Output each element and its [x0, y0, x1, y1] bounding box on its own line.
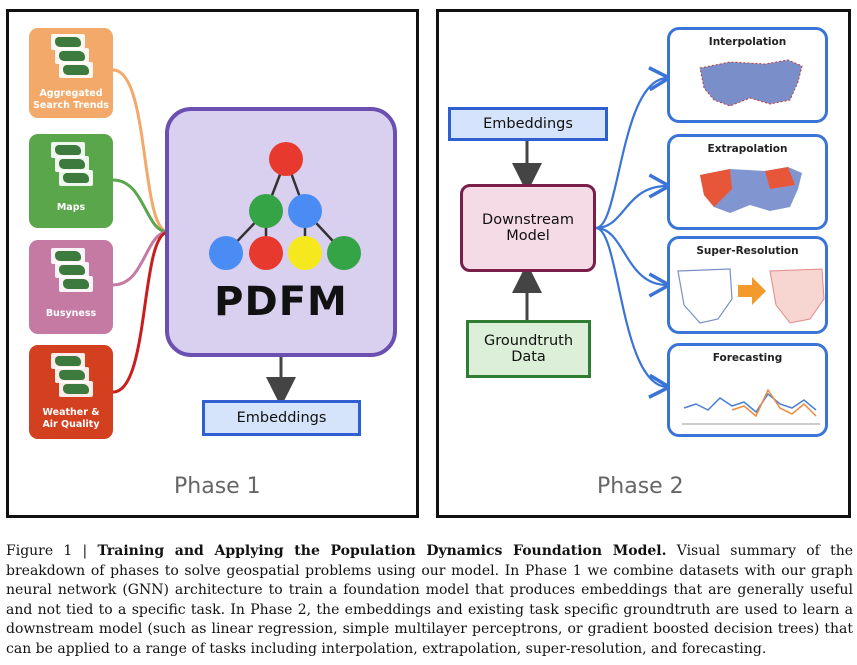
task-title: Super-Resolution — [696, 245, 799, 257]
task-link-forecasting — [595, 226, 673, 399]
source-link-search — [112, 68, 169, 234]
task-title: Interpolation — [708, 36, 787, 48]
us-map-thumbnail — [699, 59, 803, 107]
super-resolution-thumbnail — [677, 268, 825, 324]
pdfm-label: PDFM — [214, 279, 348, 325]
task-title: Extrapolation — [707, 143, 788, 155]
graph-network-icon — [209, 142, 361, 270]
source-maps: Maps — [29, 134, 113, 228]
groundtruth-data-box: Groundtruth Data — [466, 320, 591, 378]
task-forecasting-card: Forecasting — [667, 343, 828, 437]
phase1-embeddings-box: Embeddings — [202, 400, 361, 436]
task-title: Forecasting — [712, 352, 783, 364]
us-map-thumbnail — [700, 167, 802, 213]
map-stack-icon — [45, 248, 97, 298]
graph-node — [249, 236, 283, 270]
phase1-label: Phase 1 — [174, 474, 261, 499]
map-stack-icon — [45, 142, 97, 192]
source-link-maps — [112, 178, 169, 234]
downstream-model-box: Downstream Model — [460, 184, 596, 272]
phase2-embeddings-box: Embeddings — [448, 107, 608, 141]
forecast-chart-thumbnail — [682, 388, 820, 425]
graph-node — [327, 236, 361, 270]
task-link-extrapolation — [595, 173, 673, 230]
graph-node — [288, 236, 322, 270]
graph-node — [249, 194, 283, 228]
graph-node — [209, 236, 243, 270]
pdfm-model-box: PDFM — [165, 107, 397, 357]
arrow-right-icon — [738, 277, 766, 305]
source-link-busyness — [112, 230, 169, 287]
source-link-weather — [112, 230, 169, 394]
task-extrapolation-card: Extrapolation — [667, 134, 828, 230]
task-super-resolution-card: Super-Resolution — [667, 236, 828, 334]
phase2-label: Phase 2 — [597, 474, 684, 499]
source-label: Weather &Air Quality — [42, 407, 100, 430]
task-link-superres — [595, 226, 673, 298]
source-busyness: Busyness — [29, 240, 113, 334]
task-interpolation-card: Interpolation — [667, 27, 828, 123]
task-link-interpolation — [595, 66, 673, 230]
map-stack-icon — [45, 34, 97, 84]
figure-label: Figure 1 | — [6, 543, 98, 559]
figure-title: Training and Applying the Population Dyn… — [97, 543, 667, 559]
source-label: Maps — [56, 202, 86, 213]
source-weather-air-quality: Weather &Air Quality — [29, 345, 113, 439]
graph-node — [288, 194, 322, 228]
source-label: Busyness — [45, 308, 97, 319]
map-stack-icon — [45, 353, 97, 403]
figure-caption: Figure 1 | Training and Applying the Pop… — [6, 542, 853, 660]
caption-text: Visual summary of the breakdown of phase… — [6, 543, 854, 657]
graph-node — [269, 142, 303, 176]
